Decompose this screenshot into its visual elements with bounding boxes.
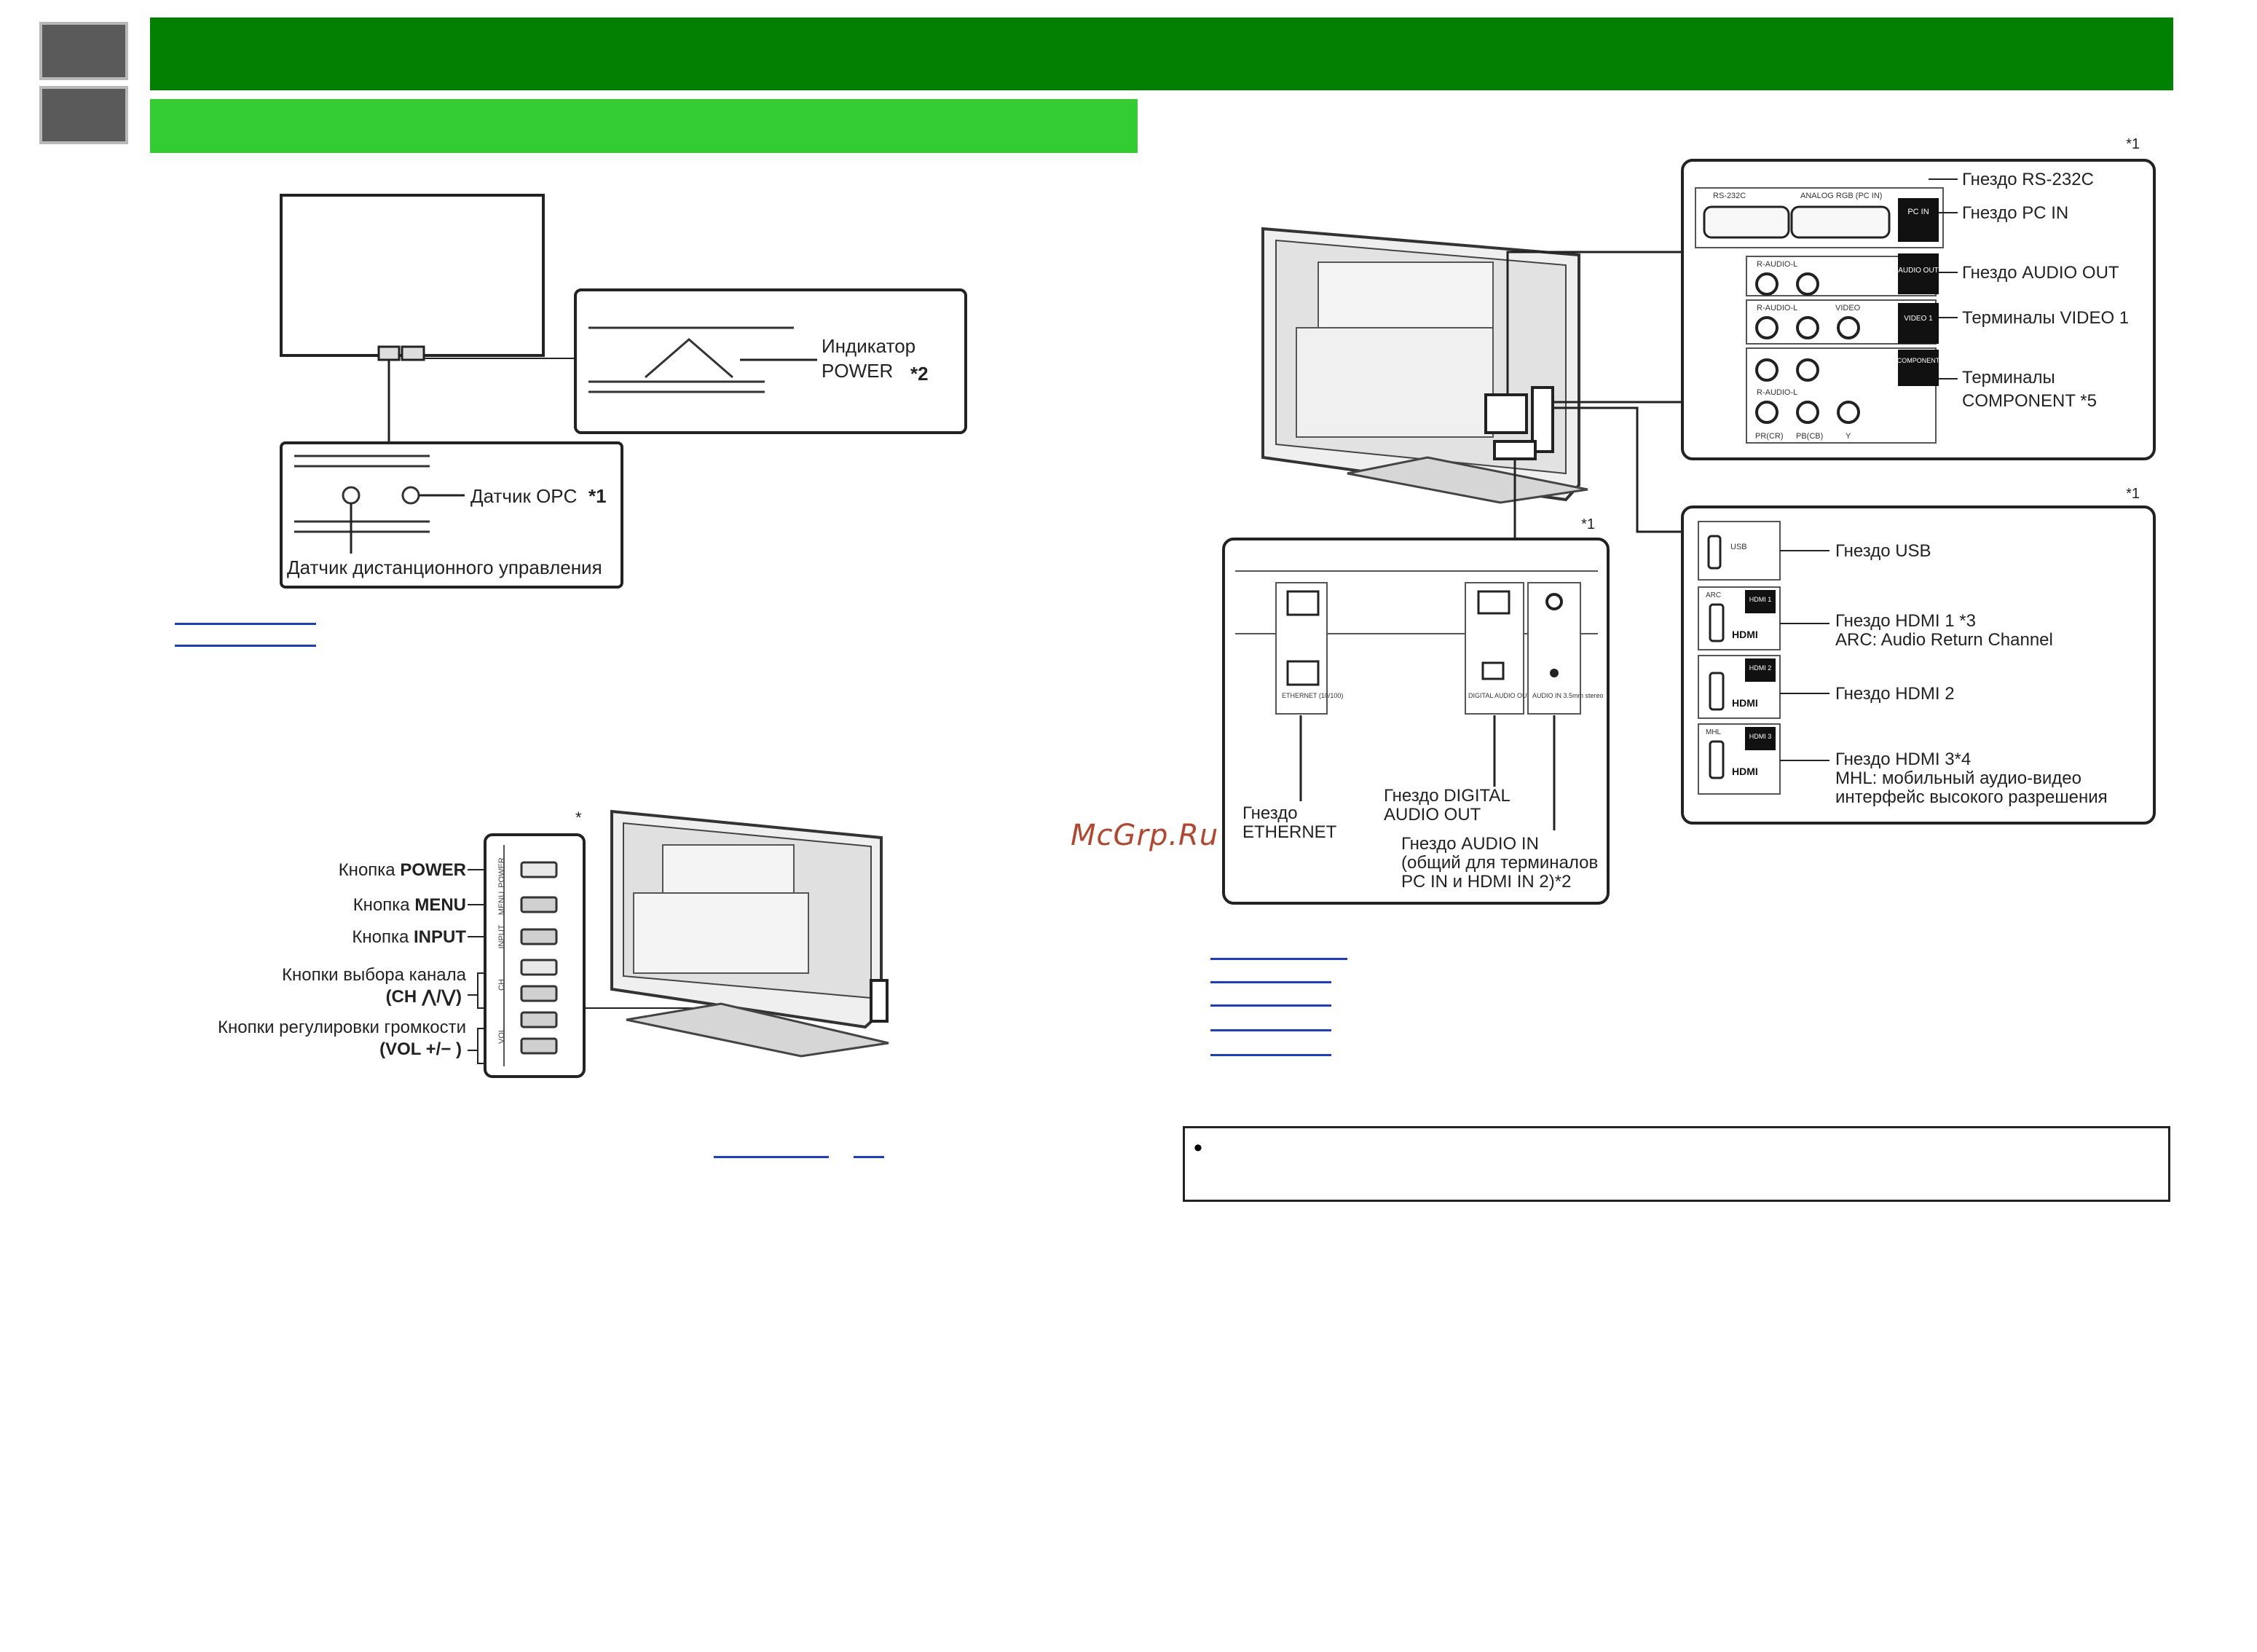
link-front-2[interactable] bbox=[175, 625, 316, 647]
svg-text:ANALOG RGB (PC IN): ANALOG RGB (PC IN) bbox=[1800, 192, 1882, 200]
svg-text:R-AUDIO-L: R-AUDIO-L bbox=[1757, 260, 1797, 269]
volume-buttons-label-2: (VOL +/− ) bbox=[379, 1039, 462, 1059]
hdmi3-mhl-label-1: MHL: мобильный аудио-видео bbox=[1835, 768, 2081, 788]
menu-button-label: Кнопка MENU bbox=[353, 895, 466, 915]
svg-text:Y: Y bbox=[1846, 432, 1851, 441]
section-header-bar bbox=[150, 99, 1138, 153]
component-label-1: Терминалы bbox=[1962, 368, 2055, 388]
svg-text:HDMI: HDMI bbox=[1732, 766, 1758, 777]
svg-text:R-AUDIO-L: R-AUDIO-L bbox=[1757, 388, 1797, 397]
svg-text:VIDEO 1: VIDEO 1 bbox=[1904, 315, 1933, 323]
svg-text:VOL: VOL bbox=[497, 1028, 506, 1044]
nav-button-2[interactable] bbox=[39, 86, 128, 144]
audio-in-label-2: (общий для терминалов bbox=[1401, 853, 1598, 873]
power-indicator-note: *2 bbox=[910, 363, 929, 385]
rear-top-note: *1 bbox=[2126, 136, 2140, 152]
link-front-1[interactable] bbox=[175, 603, 316, 625]
svg-text:RS-232C: RS-232C bbox=[1713, 192, 1746, 200]
input-button-label: Кнопка INPUT bbox=[352, 927, 466, 947]
side-star-note: * bbox=[575, 809, 582, 827]
channel-buttons-label-2: (CH ⋀/⋁) bbox=[386, 987, 462, 1007]
link-rear-5[interactable] bbox=[1210, 1034, 1331, 1056]
svg-text:DIGITAL AUDIO OUT: DIGITAL AUDIO OUT bbox=[1468, 692, 1532, 699]
svg-text:PR(CR): PR(CR) bbox=[1755, 432, 1784, 441]
ethernet-label-1: Гнездо bbox=[1242, 803, 1298, 823]
audio-out-label: Гнездо AUDIO OUT bbox=[1962, 263, 2119, 283]
audio-in-label-3: PC IN и HDMI IN 2)*2 bbox=[1401, 872, 1571, 892]
svg-text:USB: USB bbox=[1730, 543, 1747, 551]
hdmi3-label: Гнездо HDMI 3*4 bbox=[1835, 750, 1971, 769]
rear-left-note: *1 bbox=[1581, 516, 1595, 532]
volume-buttons-label-1: Кнопки регулировки громкости bbox=[218, 1018, 466, 1037]
pcin-label: Гнездо PC IN bbox=[1962, 203, 2068, 223]
note-box: • bbox=[1183, 1126, 2170, 1202]
video1-label: Терминалы VIDEO 1 bbox=[1962, 308, 2129, 328]
link-rear-4[interactable] bbox=[1210, 1010, 1331, 1031]
svg-text:ARC: ARC bbox=[1706, 591, 1721, 599]
svg-text:HDMI 1: HDMI 1 bbox=[1749, 596, 1772, 603]
svg-text:HDMI 2: HDMI 2 bbox=[1749, 664, 1772, 672]
rs232c-label: Гнездо RS-232C bbox=[1962, 170, 2094, 189]
svg-text:HDMI: HDMI bbox=[1732, 629, 1758, 640]
remote-sensor-label: Датчик дистанционного управления bbox=[287, 556, 602, 578]
svg-text:CH: CH bbox=[497, 979, 506, 991]
page-header-bar bbox=[150, 17, 2173, 90]
svg-text:R-AUDIO-L: R-AUDIO-L bbox=[1757, 304, 1797, 312]
watermark-text: McGrp.Ru bbox=[1071, 819, 1219, 852]
rear-mid-note: *1 bbox=[2126, 486, 2140, 502]
power-button-label: Кнопка POWER bbox=[339, 860, 466, 880]
link-rear-2[interactable] bbox=[1210, 961, 1331, 983]
front-panel-diagram: Индикатор POWER *2 Датчик OPC *1 Датчик … bbox=[280, 194, 967, 589]
note-bullet: • bbox=[1194, 1134, 1202, 1162]
svg-text:PB(CB): PB(CB) bbox=[1796, 432, 1823, 441]
svg-text:AUDIO OUT: AUDIO OUT bbox=[1898, 267, 1939, 275]
svg-text:HDMI: HDMI bbox=[1732, 697, 1758, 709]
nav-button-1[interactable] bbox=[39, 22, 128, 80]
ethernet-label-2: ETHERNET bbox=[1242, 822, 1337, 842]
svg-text:COMPONENT: COMPONENT bbox=[1897, 357, 1940, 364]
link-rear-1[interactable] bbox=[1210, 938, 1347, 960]
hdmi2-label: Гнездо HDMI 2 bbox=[1835, 684, 1955, 704]
usb-label: Гнездо USB bbox=[1835, 541, 1931, 561]
opc-sensor-label: Датчик OPC bbox=[470, 485, 577, 507]
audio-in-label-1: Гнездо AUDIO IN bbox=[1401, 834, 1539, 854]
svg-text:MHL: MHL bbox=[1706, 728, 1722, 736]
svg-text:PC IN: PC IN bbox=[1907, 208, 1929, 216]
power-indicator-label-1: Индикатор bbox=[822, 335, 915, 357]
link-side-1[interactable] bbox=[714, 1136, 829, 1158]
channel-buttons-label-1: Кнопки выбора канала bbox=[282, 965, 467, 985]
hdmi1-arc-label: ARC: Audio Return Channel bbox=[1835, 630, 2053, 650]
rear-terminals-diagram: *1 RS-232C ANALOG RGB (PC IN) PC IN R-AU… bbox=[1222, 136, 2156, 905]
component-label-2: COMPONENT *5 bbox=[1962, 391, 2097, 411]
power-indicator-label-2: POWER bbox=[822, 360, 893, 382]
svg-text:ETHERNET (10/100): ETHERNET (10/100) bbox=[1282, 692, 1343, 699]
link-side-2[interactable] bbox=[854, 1136, 884, 1158]
svg-text:MENU: MENU bbox=[497, 892, 506, 915]
digital-audio-out-label-1: Гнездо DIGITAL bbox=[1384, 786, 1510, 806]
side-buttons-diagram: Кнопка POWER Кнопка MENU Кнопка INPUT Кн… bbox=[218, 809, 889, 1078]
opc-sensor-note: *1 bbox=[588, 485, 607, 507]
svg-text:POWER: POWER bbox=[497, 857, 506, 888]
hdmi1-label: Гнездо HDMI 1 *3 bbox=[1835, 611, 1976, 631]
svg-text:HDMI 3: HDMI 3 bbox=[1749, 733, 1772, 740]
digital-audio-out-label-2: AUDIO OUT bbox=[1384, 805, 1481, 825]
link-rear-3[interactable] bbox=[1210, 985, 1331, 1007]
svg-text:AUDIO IN 3.5mm stereo: AUDIO IN 3.5mm stereo bbox=[1532, 692, 1604, 699]
svg-text:VIDEO: VIDEO bbox=[1835, 304, 1861, 312]
svg-text:INPUT: INPUT bbox=[497, 924, 506, 948]
hdmi3-mhl-label-2: интерфейс высокого разрешения bbox=[1835, 787, 2108, 807]
